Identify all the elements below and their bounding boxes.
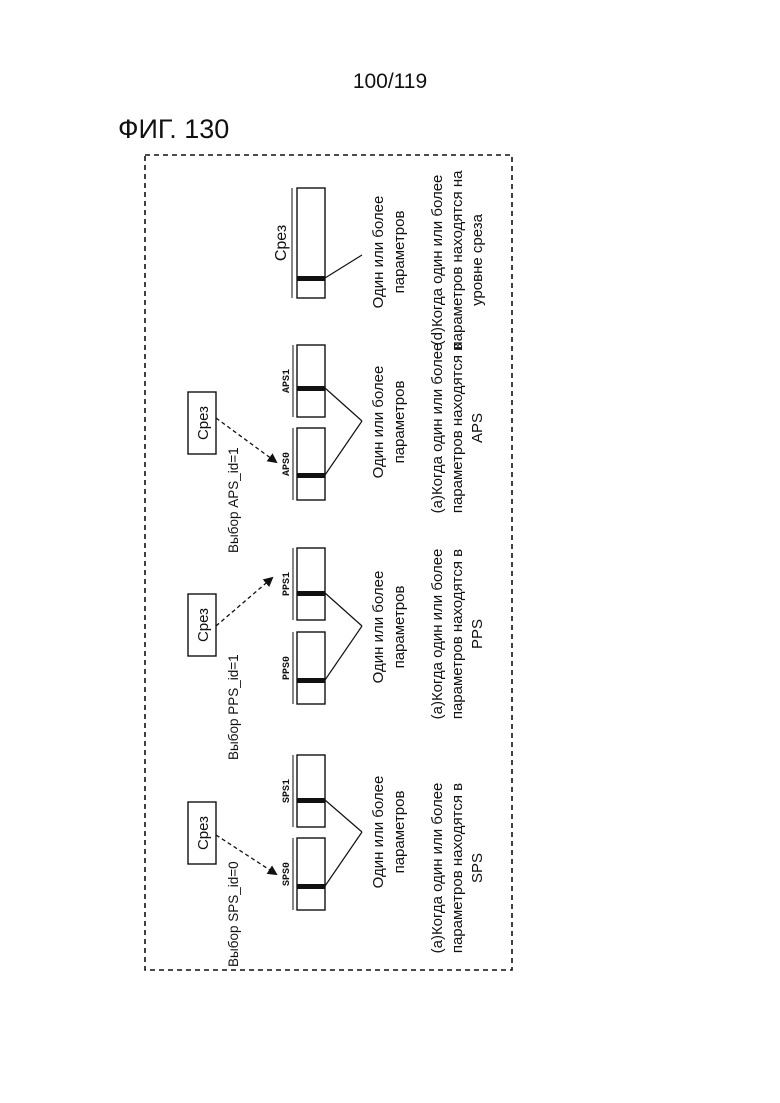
pps0-param-bar: [297, 678, 325, 683]
aps-slice-label: Срез: [195, 406, 212, 440]
pps-params-label-2: параметров: [391, 586, 408, 669]
section-slice-level: Срез Один или более параметров (d)Когда …: [273, 170, 486, 350]
aps1-label: APS1: [282, 369, 293, 393]
aps-caption-1: (a)Когда один или более: [429, 343, 446, 514]
pps0-label: PPS0: [282, 656, 293, 680]
pps-caption-3: PPS: [469, 619, 486, 649]
aps1-param-bar: [297, 386, 325, 391]
sps0-box: [297, 838, 325, 910]
sps-selection-label: Выбор SPS_id=0: [226, 861, 241, 967]
aps-selection-label: Выбор APS_id=1: [226, 447, 241, 553]
sps1-param-bar: [297, 798, 325, 803]
aps-selection-arrow: [216, 418, 276, 462]
slice-level-label: Срез: [273, 225, 290, 261]
aps-params-label-2: параметров: [391, 381, 408, 464]
pps-selection-arrow: [216, 578, 272, 626]
slice-level-box: [297, 188, 325, 298]
pps-params-label-1: Один или более: [370, 571, 387, 684]
pps-caption-2: параметров находятся в: [449, 549, 466, 719]
aps1-box: [297, 345, 325, 417]
pps-slice-label: Срез: [195, 608, 212, 642]
sps0-param-bar: [297, 884, 325, 889]
sps1-box: [297, 755, 325, 827]
aps-caption-2: параметров находятся в: [449, 343, 466, 513]
pps0-box: [297, 632, 325, 704]
sps-selection-arrow: [216, 835, 276, 874]
aps-caption-3: APS: [469, 413, 486, 443]
pps1-box: [297, 548, 325, 620]
sps-caption-2: параметров находятся в: [449, 783, 466, 953]
pps-caption-1: (a)Когда один или более: [429, 549, 446, 720]
pps-selection-label: Выбор PPS_id=1: [226, 654, 241, 760]
slice-caption-2: параметров находятся на: [449, 170, 466, 350]
pps1-param-bar: [297, 591, 325, 596]
slice-params-label-2: параметров: [391, 211, 408, 294]
slice-caption-1: (d)Когда один или более: [429, 175, 446, 346]
aps0-label: APS0: [282, 452, 293, 476]
sps-params-label-1: Один или более: [370, 776, 387, 889]
sps-slice-label: Срез: [195, 816, 212, 850]
aps-params-label-1: Один или более: [370, 366, 387, 479]
sps1-label: SPS1: [282, 779, 293, 803]
section-pps: Выбор PPS_id=1 Срез PPS0 PPS1 Один или б…: [188, 548, 486, 760]
aps0-param-bar: [297, 473, 325, 478]
pps1-label: PPS1: [282, 572, 293, 596]
section-aps: Выбор APS_id=1 Срез APS0 APS1 Один или б…: [188, 343, 486, 553]
section-sps: Выбор SPS_id=0 Срез SPS0 SPS1 Один или б…: [188, 755, 486, 967]
sps0-label: SPS0: [282, 862, 293, 886]
sps-params-label-2: параметров: [391, 791, 408, 874]
slice-level-param-bar: [297, 276, 325, 281]
sps-caption-3: SPS: [469, 853, 486, 883]
slice-params-label-1: Один или более: [370, 196, 387, 309]
aps0-box: [297, 428, 325, 500]
slice-caption-3: уровне среза: [469, 213, 486, 306]
sps-caption-1: (a)Когда один или более: [429, 783, 446, 954]
